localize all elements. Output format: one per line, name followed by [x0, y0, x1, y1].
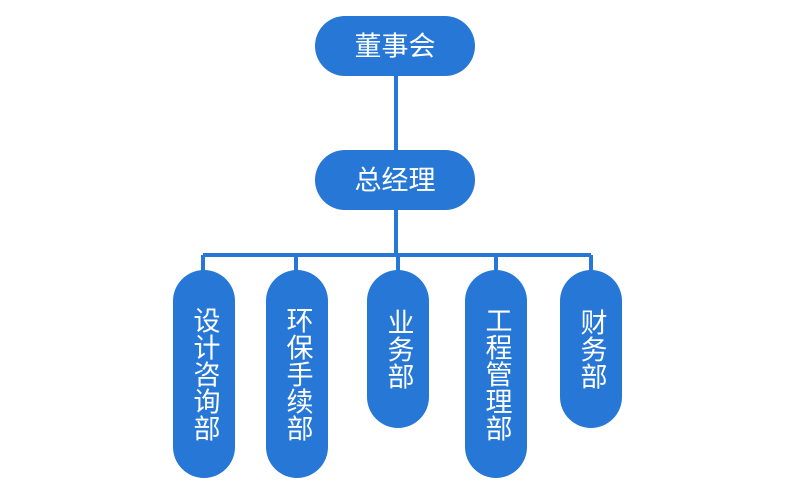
department-node-shape [560, 270, 622, 428]
department-node-finance: 财务部 [560, 270, 622, 428]
general-manager-node: 总经理 [315, 150, 475, 210]
board-node-label: 董事会 [355, 32, 436, 63]
department-node-environmental-procedures: 环保手续部 [266, 270, 328, 478]
board-node: 董事会 [315, 16, 475, 76]
department-node-shape [465, 270, 527, 478]
general-manager-node-shape [315, 150, 475, 210]
department-node-label: 环保手续部 [282, 307, 314, 442]
department-node-shape [173, 270, 235, 478]
department-node-design-consulting: 设计咨询部 [173, 270, 235, 478]
department-node-engineering-management: 工程管理部 [465, 270, 527, 478]
department-node-shape [266, 270, 328, 478]
department-node-business: 业务部 [367, 270, 429, 428]
general-manager-node-label: 总经理 [355, 166, 436, 197]
connectors [201, 76, 593, 272]
department-node-label: 业务部 [383, 308, 414, 389]
board-node-shape [315, 16, 475, 76]
department-node-label: 工程管理部 [481, 307, 513, 442]
department-node-label: 财务部 [576, 308, 608, 389]
department-node-shape [367, 270, 429, 428]
department-node-label: 设计咨询部 [189, 307, 220, 442]
